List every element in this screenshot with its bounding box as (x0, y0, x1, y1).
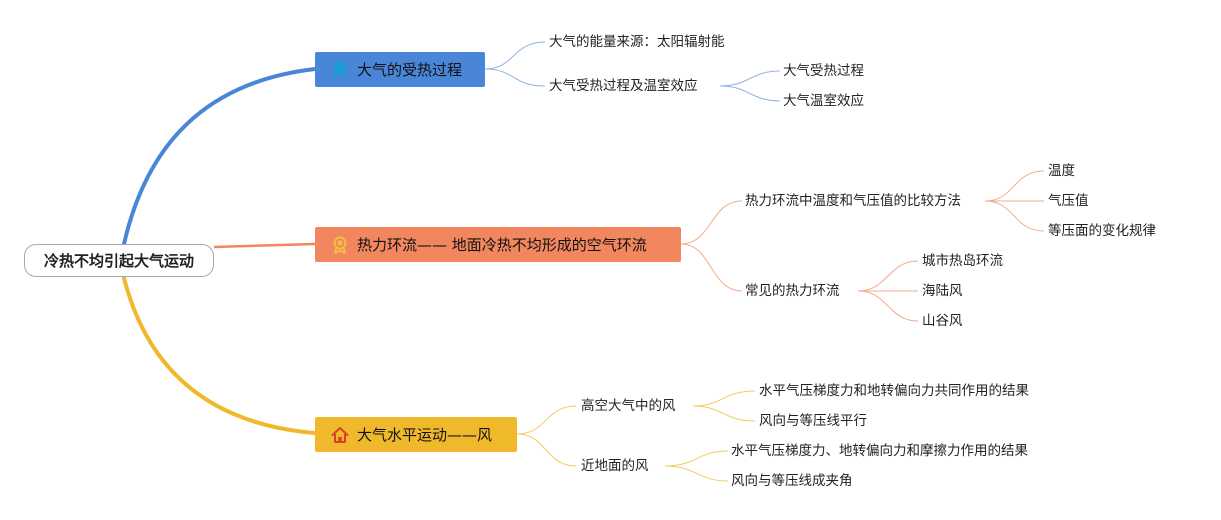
topic-common-circulations[interactable]: 常见的热力环流 (745, 283, 840, 299)
topic-energy-source[interactable]: 大气的能量来源：太阳辐射能 (549, 34, 725, 50)
branch-label: 热力环流—— 地面冷热不均形成的空气环流 (357, 236, 647, 254)
root-label: 冷热不均引起大气运动 (43, 252, 194, 270)
subtopic-angled-isobars[interactable]: 风向与等压线成夹角 (731, 473, 853, 489)
topic-heating-and-greenhouse[interactable]: 大气受热过程及温室效应 (549, 78, 698, 94)
subtopic-upper-air-forces[interactable]: 水平气压梯度力和地转偏向力共同作用的结果 (759, 383, 1029, 399)
branch-label: 大气水平运动——风 (357, 426, 493, 444)
subtopic-greenhouse-effect[interactable]: 大气温室效应 (783, 93, 864, 109)
bookmark-icon (331, 61, 349, 79)
branch-node-horizontal-motion[interactable]: 大气水平运动——风 (315, 417, 517, 452)
topic-upper-air-wind[interactable]: 高空大气中的风 (581, 398, 676, 414)
topic-comparison-method[interactable]: 热力环流中温度和气压值的比较方法 (745, 193, 961, 209)
subtopic-pressure-value[interactable]: 气压值 (1048, 193, 1089, 209)
subtopic-isobaric-surface[interactable]: 等压面的变化规律 (1048, 223, 1156, 239)
branch-node-thermal-circulation[interactable]: 热力环流—— 地面冷热不均形成的空气环流 (315, 227, 681, 262)
subtopic-parallel-isobars[interactable]: 风向与等压线平行 (759, 413, 867, 429)
root-node[interactable]: 冷热不均引起大气运动 (24, 244, 214, 277)
subtopic-heating-process[interactable]: 大气受热过程 (783, 63, 864, 79)
branch-node-heating-process[interactable]: 大气的受热过程 (315, 52, 485, 87)
subtopic-mountain-valley-breeze[interactable]: 山谷风 (922, 313, 963, 329)
subtopic-land-sea-breeze[interactable]: 海陆风 (922, 283, 963, 299)
branch-label: 大气的受热过程 (357, 61, 463, 79)
topic-surface-wind[interactable]: 近地面的风 (581, 458, 649, 474)
award-icon (331, 236, 349, 254)
subtopic-temperature[interactable]: 温度 (1048, 163, 1075, 179)
subtopic-urban-heat-island[interactable]: 城市热岛环流 (922, 253, 1003, 269)
subtopic-surface-forces[interactable]: 水平气压梯度力、地转偏向力和摩擦力作用的结果 (731, 443, 1028, 459)
home-icon (331, 426, 349, 444)
